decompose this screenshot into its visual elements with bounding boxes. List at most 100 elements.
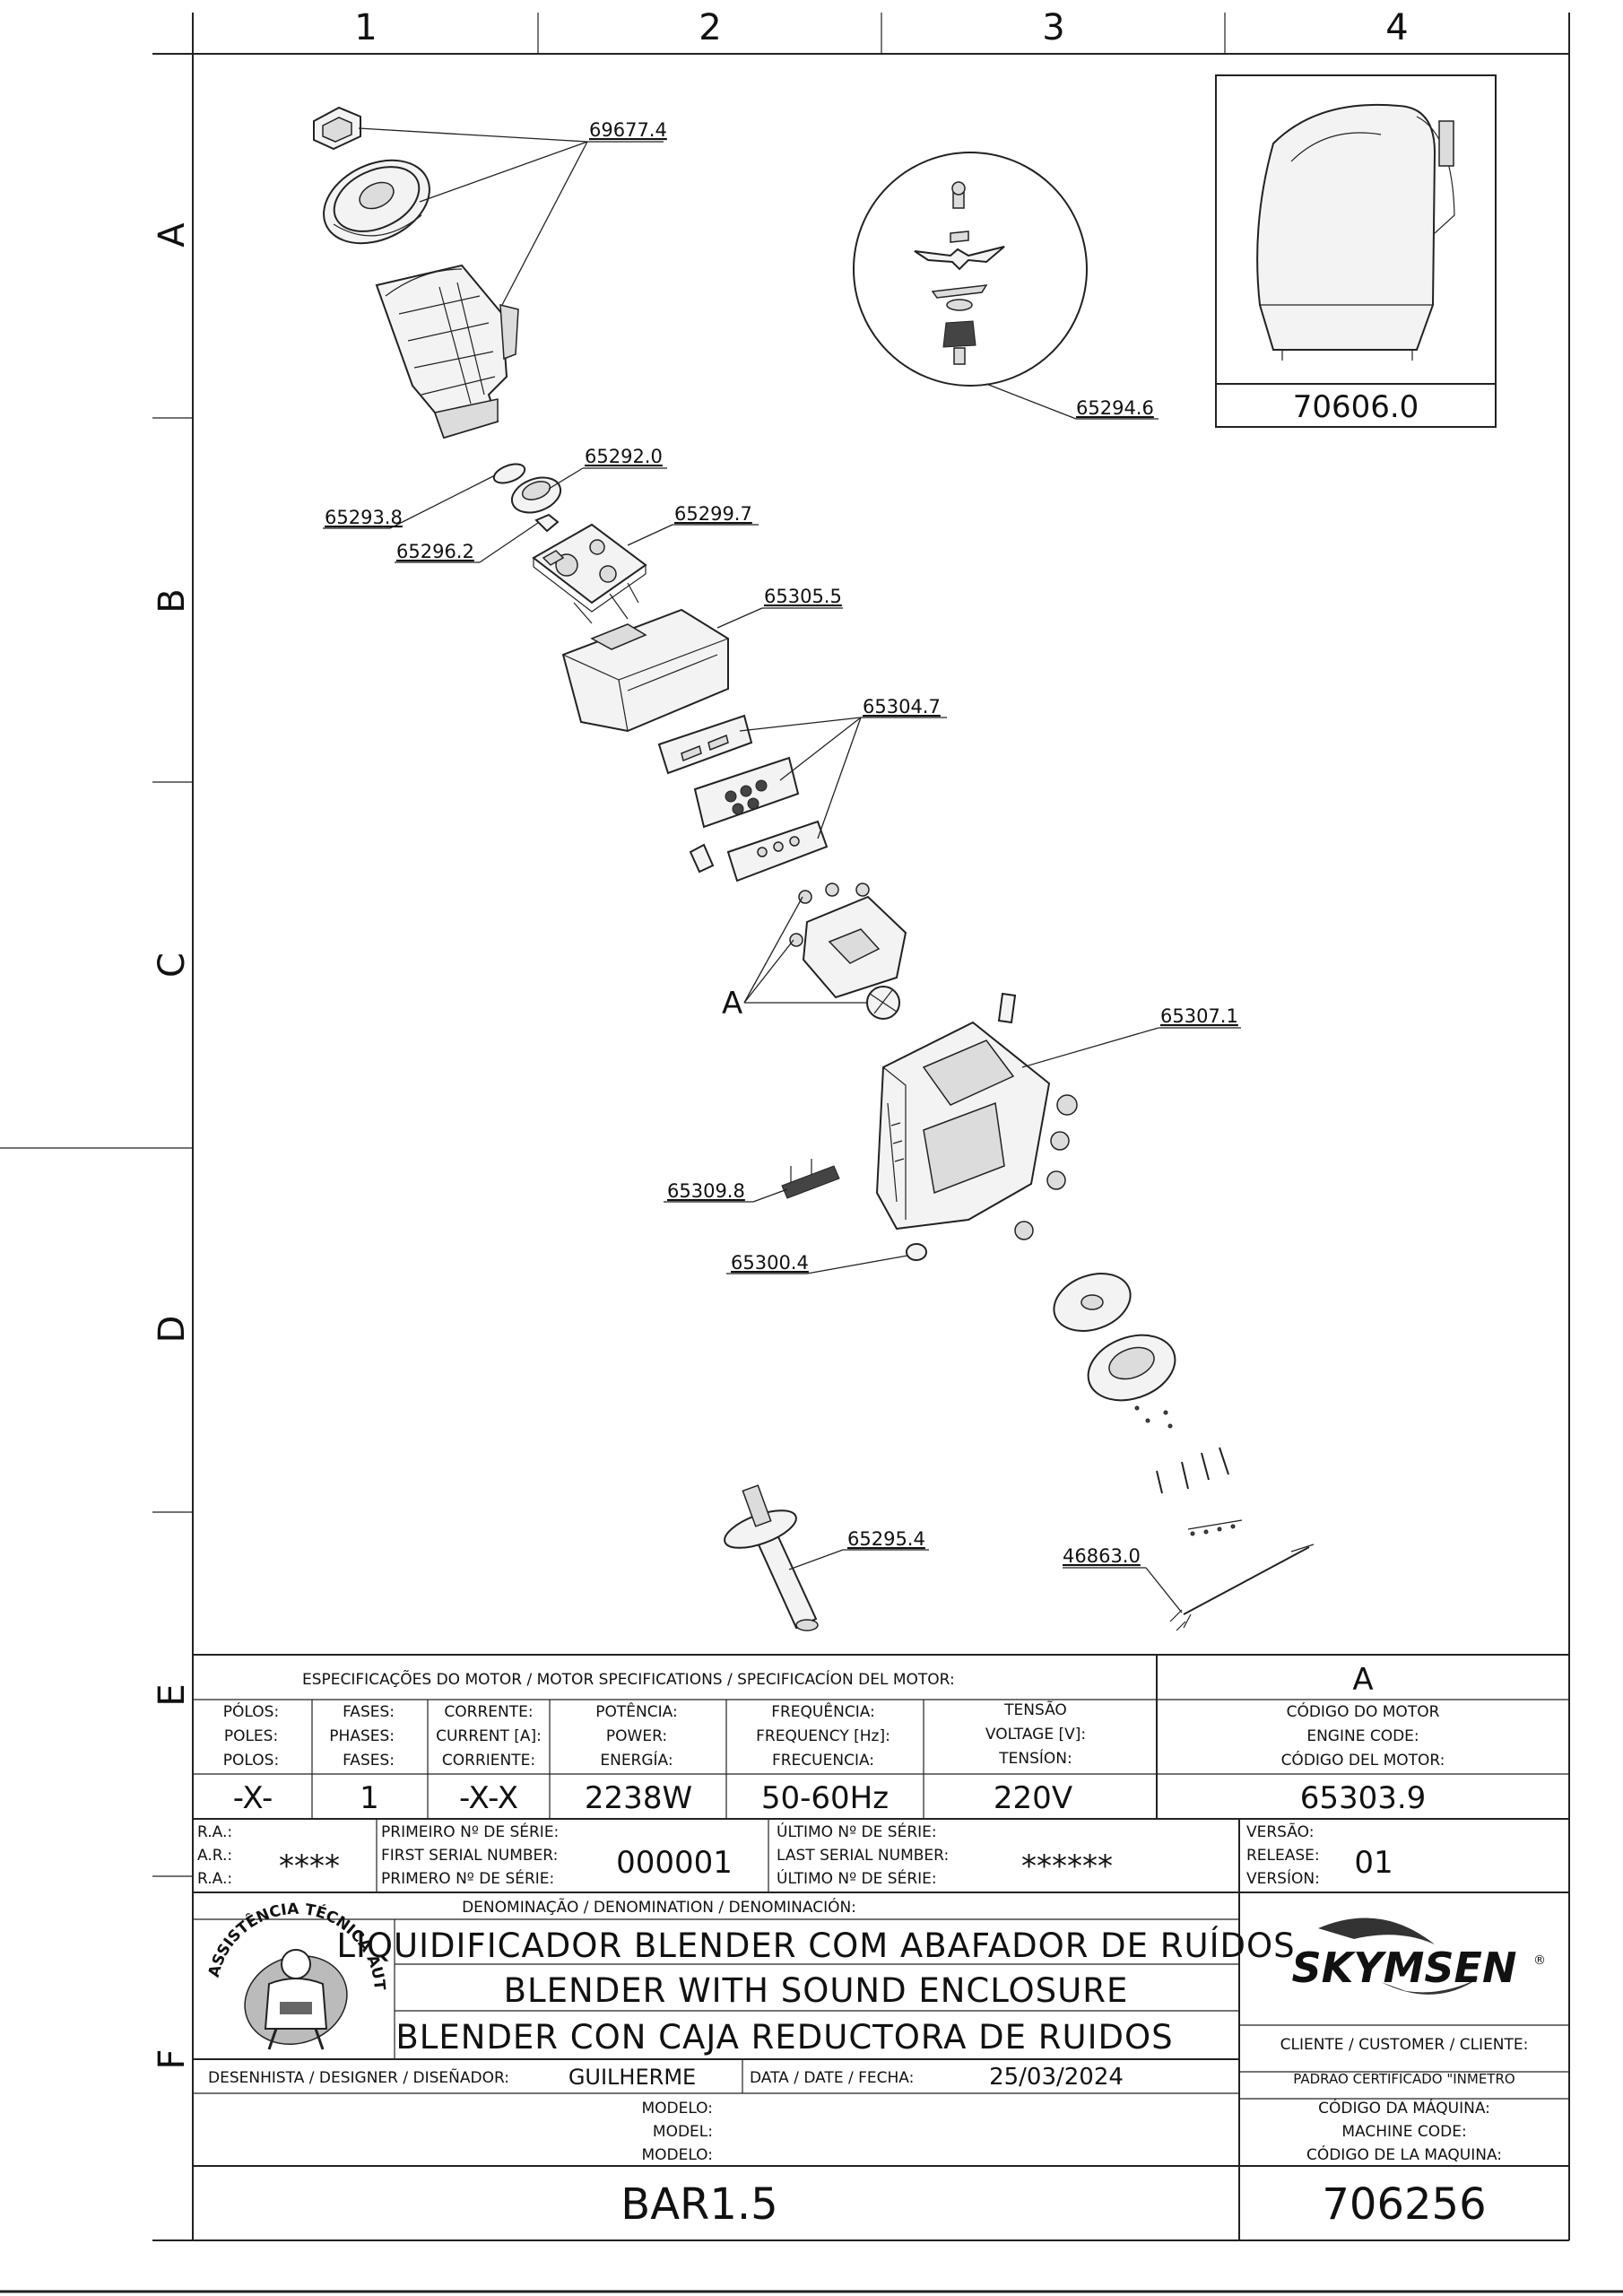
date-value: 25/03/2024 — [989, 2064, 1124, 2091]
product-name-es: BLENDER CON CAJA REDUCTORA DE RUIDOS — [395, 2018, 1173, 2057]
spec-values: -X- 1 -X-X 2238W 50-60Hz 220V 65303.9 — [233, 1780, 1427, 1816]
callout-65292: 65292.0 — [585, 446, 663, 467]
voltage-label-pt: TENSÃO — [1003, 1700, 1067, 1719]
first-serial-label-en: FIRST SERIAL NUMBER: — [381, 1847, 558, 1865]
current-label-pt: CORRENTE: — [444, 1703, 533, 1721]
date-label: DATA / DATE / FECHA: — [750, 2069, 914, 2087]
last-serial-label-pt: ÚLTIMO Nº DE SÉRIE: — [777, 1822, 937, 1841]
part-jar — [375, 264, 519, 439]
part-motor-mount — [789, 883, 907, 1020]
callout-65307: 65307.1 — [1160, 1005, 1238, 1027]
machine-code-label-pt: CÓDIGO DA MÁQUINA: — [1318, 2098, 1490, 2118]
first-serial-value: 000001 — [616, 1845, 733, 1881]
version-label-en: RELEASE: — [1246, 1847, 1320, 1865]
last-serial-label-es: ÚLTIMO Nº DE SÉRIE: — [777, 1868, 937, 1888]
designer-label: DESENHISTA / DESIGNER / DISEÑADOR: — [208, 2067, 509, 2087]
first-serial-label-es: PRIMERO Nº DE SÉRIE: — [381, 1868, 554, 1888]
frequency-label-en: FREQUENCY [Hz]: — [756, 1727, 890, 1745]
ra-label-2: A.R.: — [197, 1847, 232, 1865]
poles-value: -X- — [233, 1780, 273, 1816]
ra-label-3: R.A.: — [197, 1870, 232, 1888]
phases-label-es: FASES: — [343, 1752, 395, 1770]
brand-name: SKYMSEN — [1292, 1944, 1517, 1992]
designer-value: GUILHERME — [568, 2065, 696, 2090]
grid-row-labels: A B C D E F — [152, 222, 193, 2070]
callout-65300: 65300.4 — [731, 1252, 809, 1274]
engine-code-label-en: ENGINE CODE: — [1306, 1727, 1419, 1745]
callout-labels: 69677.4 65294.6 70606.0 65292.0 65293.8 … — [325, 119, 1419, 1567]
product-name-en: BLENDER WITH SOUND ENCLOSURE — [504, 1971, 1129, 2010]
part-top-plate — [532, 523, 647, 613]
version-value: 01 — [1354, 1845, 1393, 1881]
frequency-value: 50-60Hz — [761, 1780, 889, 1816]
machine-code-value: 706256 — [1322, 2179, 1486, 2230]
poles-label-en: POLES: — [224, 1727, 278, 1745]
engine-code-label-pt: CÓDIGO DO MOTOR — [1287, 1701, 1440, 1721]
spec-ref: A — [1352, 1662, 1373, 1698]
callout-65305: 65305.5 — [764, 586, 842, 607]
grid-row-a: A — [152, 222, 193, 248]
brand-logo: SKYMSEN ® — [1292, 1918, 1546, 1995]
current-value: -X-X — [459, 1780, 518, 1816]
phases-label-pt: FASES: — [343, 1703, 395, 1721]
model-label-pt: MODELO: — [641, 2100, 713, 2118]
callout-a: A — [722, 986, 742, 1022]
grid-col-3: 3 — [1042, 7, 1064, 48]
callout-69677: 69677.4 — [589, 119, 667, 141]
power-value: 2238W — [585, 1780, 692, 1816]
last-serial-value: ****** — [1021, 1848, 1113, 1884]
grid-col-1: 1 — [354, 7, 377, 48]
model-value: BAR1.5 — [621, 2179, 777, 2230]
voltage-label-en: VOLTAGE [V]: — [985, 1726, 1086, 1744]
grid-row-e: E — [152, 1683, 193, 1706]
voltage-value: 220V — [994, 1780, 1072, 1816]
part-lower-discs — [1053, 1273, 1243, 1536]
blade-detail-circle — [853, 152, 1088, 387]
current-label-es: CORRIENTE: — [442, 1752, 535, 1770]
customer-label: CLIENTE / CUSTOMER / CLIENTE: — [1280, 2036, 1529, 2054]
authorized-service-logo: ASSISTÊNCIA TÉCNICA AUTORIZADA — [0, 0, 388, 2050]
power-label-pt: POTÊNCIA: — [595, 1701, 677, 1721]
callout-65296: 65296.2 — [396, 541, 474, 562]
frequency-label-pt: FREQUÊNCIA: — [771, 1701, 875, 1721]
poles-label-es: POLOS: — [223, 1752, 279, 1770]
callout-70606: 70606.0 — [1293, 389, 1419, 425]
ra-value: **** — [279, 1848, 340, 1884]
part-coupling — [510, 476, 562, 514]
first-serial-label-pt: PRIMEIRO Nº DE SÉRIE: — [381, 1822, 559, 1841]
callout-65299: 65299.7 — [674, 503, 752, 525]
product-name-pt: LIQUIDIFICADOR BLENDER COM ABAFADOR DE R… — [336, 1926, 1295, 1965]
enclosure-inset — [1215, 74, 1497, 428]
part-shaft — [724, 1484, 819, 1631]
callout-46863: 46863.0 — [1063, 1545, 1141, 1567]
phases-label-en: PHASES: — [329, 1727, 395, 1745]
callout-65304: 65304.7 — [863, 696, 941, 718]
part-cable — [1169, 1544, 1315, 1631]
part-seal — [534, 513, 560, 533]
current-label-en: CURRENT [A]: — [436, 1727, 542, 1745]
registered-mark-icon: ® — [1533, 1953, 1546, 1968]
part-lid — [323, 159, 430, 245]
denomination-header: DENOMINAÇÃO / DENOMINATION / DENOMINACIÓ… — [462, 1897, 856, 1917]
version-label-es: VERSÍON: — [1246, 1868, 1320, 1888]
voltage-label-es: TENSÍON: — [998, 1748, 1072, 1768]
standard-text: PADRAO CERTIFICADO "INMETRO — [1293, 2071, 1515, 2087]
machine-code-label-es: CÓDIGO DE LA MAQUINA: — [1306, 2144, 1502, 2164]
part-lid-cap — [313, 106, 361, 151]
part-control-panel — [657, 714, 829, 883]
poles-label-pt: PÓLOS: — [223, 1701, 279, 1721]
ra-label-1: R.A.: — [197, 1823, 232, 1841]
part-foot — [906, 1243, 927, 1261]
version-label-pt: VERSÃO: — [1246, 1822, 1314, 1841]
sheet-frame — [0, 13, 1623, 2293]
grid-row-b: B — [152, 588, 193, 613]
grid-col-2: 2 — [699, 7, 721, 48]
leader-lines — [323, 127, 1241, 1613]
callout-65293: 65293.8 — [325, 507, 403, 528]
part-housing-cover — [561, 608, 729, 733]
power-label-es: ENERGÍA: — [600, 1750, 673, 1770]
callout-65309: 65309.8 — [667, 1180, 745, 1202]
part-screws-top — [573, 582, 639, 624]
power-label-en: POWER: — [606, 1727, 667, 1745]
part-o-ring — [492, 463, 526, 484]
